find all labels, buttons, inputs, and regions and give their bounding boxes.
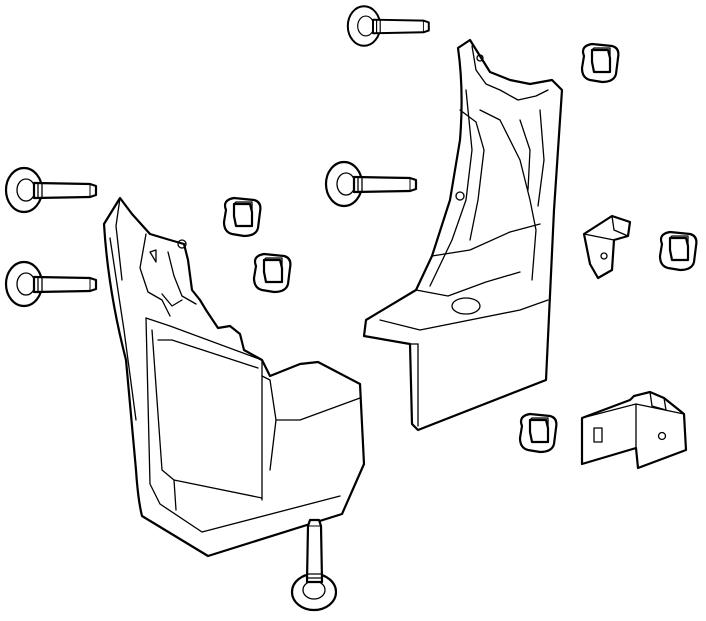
clip-bottom-right: [518, 412, 558, 454]
bolt-left-lower: [4, 260, 98, 308]
bolt-left-upper: [4, 166, 98, 214]
bolt-middle: [324, 160, 418, 208]
bolt-top: [346, 5, 430, 47]
rear-mud-guard: [362, 38, 564, 432]
clip-left-upper: [222, 196, 262, 238]
clip-left-lower: [252, 252, 292, 294]
clip-right-middle: [658, 230, 698, 272]
bracket-large: [580, 390, 688, 470]
bolt-bottom: [290, 518, 338, 612]
clip-top-right: [580, 42, 620, 84]
bracket-small: [582, 214, 632, 280]
front-mud-guard: [102, 196, 366, 558]
